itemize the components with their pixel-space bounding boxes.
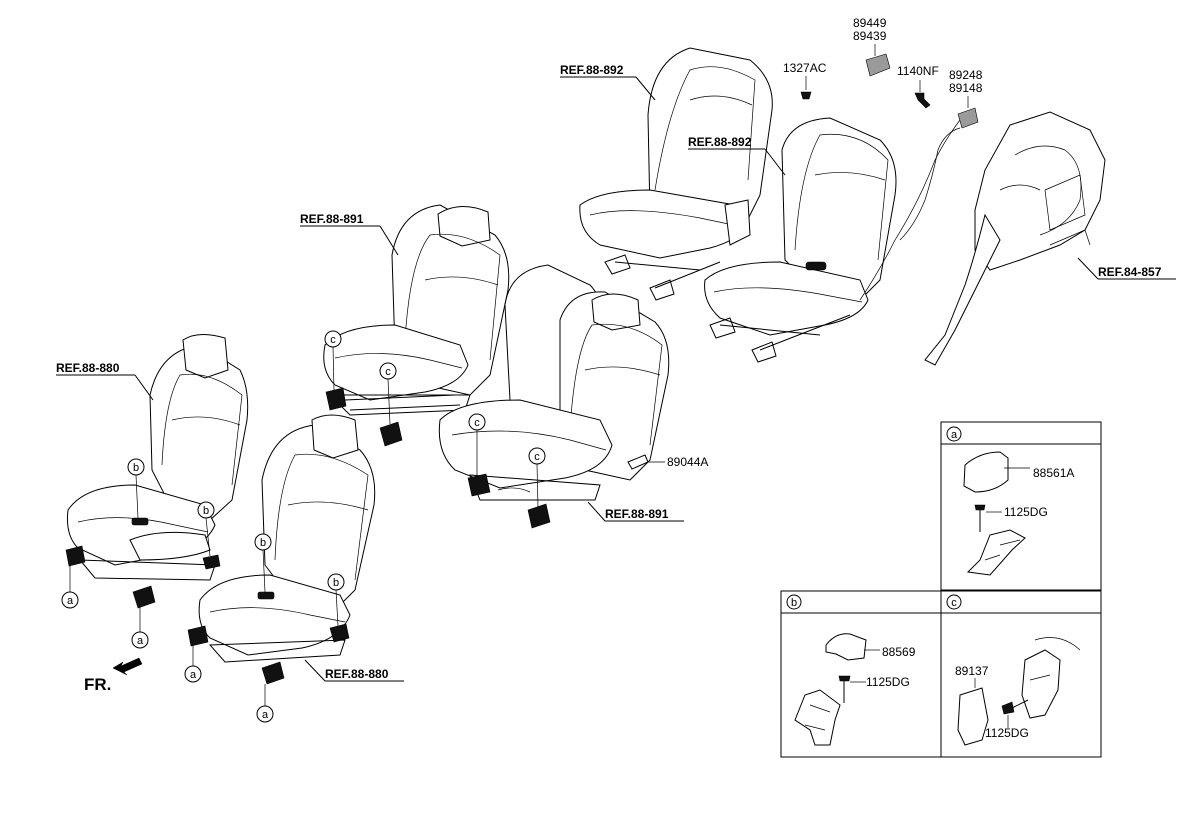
part-1140nf: 1140NF (897, 64, 939, 109)
svg-text:c: c (534, 451, 540, 463)
ref-88-880-right-label: REF.88-880 (325, 667, 389, 681)
detail-a-header: a (951, 429, 958, 441)
part-89439-label: 89439 (853, 29, 887, 43)
ref-88-892-lower-label: REF.88-892 (688, 135, 752, 149)
front-direction-indicator: FR. (84, 657, 143, 694)
detail-b-header: b (791, 597, 797, 609)
front-direction-label: FR. (84, 675, 111, 694)
ref-84-857-label: REF.84-857 (1098, 265, 1162, 279)
callout-b-1: b (127, 458, 145, 519)
detail-c-part2: 1125DG (985, 726, 1029, 740)
ref-88-891-lower-label: REF.88-891 (605, 507, 669, 521)
detail-box-b: b 88569 1125DG (780, 590, 942, 758)
part-1327ac-label: 1327AC (783, 61, 827, 75)
part-89044a-label: 89044A (667, 455, 708, 469)
ref-88-880-right: REF.88-880 (304, 659, 404, 682)
callout-c-1: c (324, 330, 342, 391)
ref-88-880-left-label: REF.88-880 (56, 361, 120, 375)
svg-text:b: b (260, 537, 266, 549)
callout-b-2: b (197, 501, 215, 557)
ref-88-880-left: REF.88-880 (56, 361, 154, 401)
third-row-left-seat (579, 47, 773, 301)
svg-text:b: b (333, 577, 339, 589)
svg-text:b: b (133, 462, 139, 474)
side-trim-panel (924, 111, 1106, 366)
part-89248-label: 89248 (949, 68, 983, 82)
svg-text:a: a (137, 635, 144, 647)
detail-c-header: c (951, 597, 957, 609)
callout-b-4: b (327, 573, 345, 627)
svg-text:a: a (67, 595, 74, 607)
ref-88-892-lower: REF.88-892 (688, 135, 786, 176)
detail-box-a: a 88561A 1125DG (940, 421, 1102, 591)
callout-a-1: a (61, 566, 79, 609)
ref-88-891-lower: REF.88-891 (587, 501, 684, 522)
callout-a-4: a (256, 684, 274, 723)
third-row-right-seat (704, 117, 961, 363)
second-row-left-seat (323, 204, 510, 447)
part-89044a: 89044A (627, 454, 708, 470)
callout-circles: a a a a b b b (61, 330, 546, 723)
detail-a-part2: 1125DG (1004, 505, 1048, 519)
callout-c-3: c (468, 413, 486, 476)
svg-text:c: c (474, 417, 480, 429)
second-row-right-seat (438, 264, 670, 529)
front-right-seat (187, 414, 376, 685)
callout-a-3: a (184, 645, 202, 683)
part-89148-label: 89148 (949, 81, 983, 95)
svg-text:c: c (385, 366, 391, 378)
callout-c-2: c (379, 362, 397, 425)
svg-text:b: b (203, 505, 209, 517)
ref-84-857: REF.84-857 (1077, 257, 1176, 280)
part-89449-89439: 89449 89439 (853, 16, 891, 77)
front-direction-arrow-icon (112, 657, 143, 676)
ref-88-891-upper-label: REF.88-891 (300, 212, 364, 226)
ref-88-892-upper: REF.88-892 (560, 63, 656, 101)
ref-88-892-upper-label: REF.88-892 (560, 63, 624, 77)
part-89248-89148: 89248 89148 (899, 68, 983, 241)
detail-b-part1: 88569 (882, 645, 916, 659)
svg-text:c: c (330, 334, 336, 346)
svg-text:a: a (262, 709, 269, 721)
svg-text:a: a (190, 669, 197, 681)
detail-c-part1: 89137 (955, 664, 989, 678)
part-89449-label: 89449 (853, 16, 887, 30)
ref-88-891-upper: REF.88-891 (300, 212, 399, 256)
callout-c-4: c (528, 447, 546, 509)
part-1327ac: 1327AC (783, 61, 827, 100)
part-1140nf-label: 1140NF (897, 64, 939, 78)
front-left-seat (65, 334, 249, 609)
detail-box-c: c 89137 1125DG (940, 590, 1102, 758)
callout-a-2: a (131, 606, 149, 649)
detail-b-part2: 1125DG (866, 675, 910, 689)
callout-b-3: b (254, 533, 272, 593)
detail-a-part1: 88561A (1033, 466, 1074, 480)
